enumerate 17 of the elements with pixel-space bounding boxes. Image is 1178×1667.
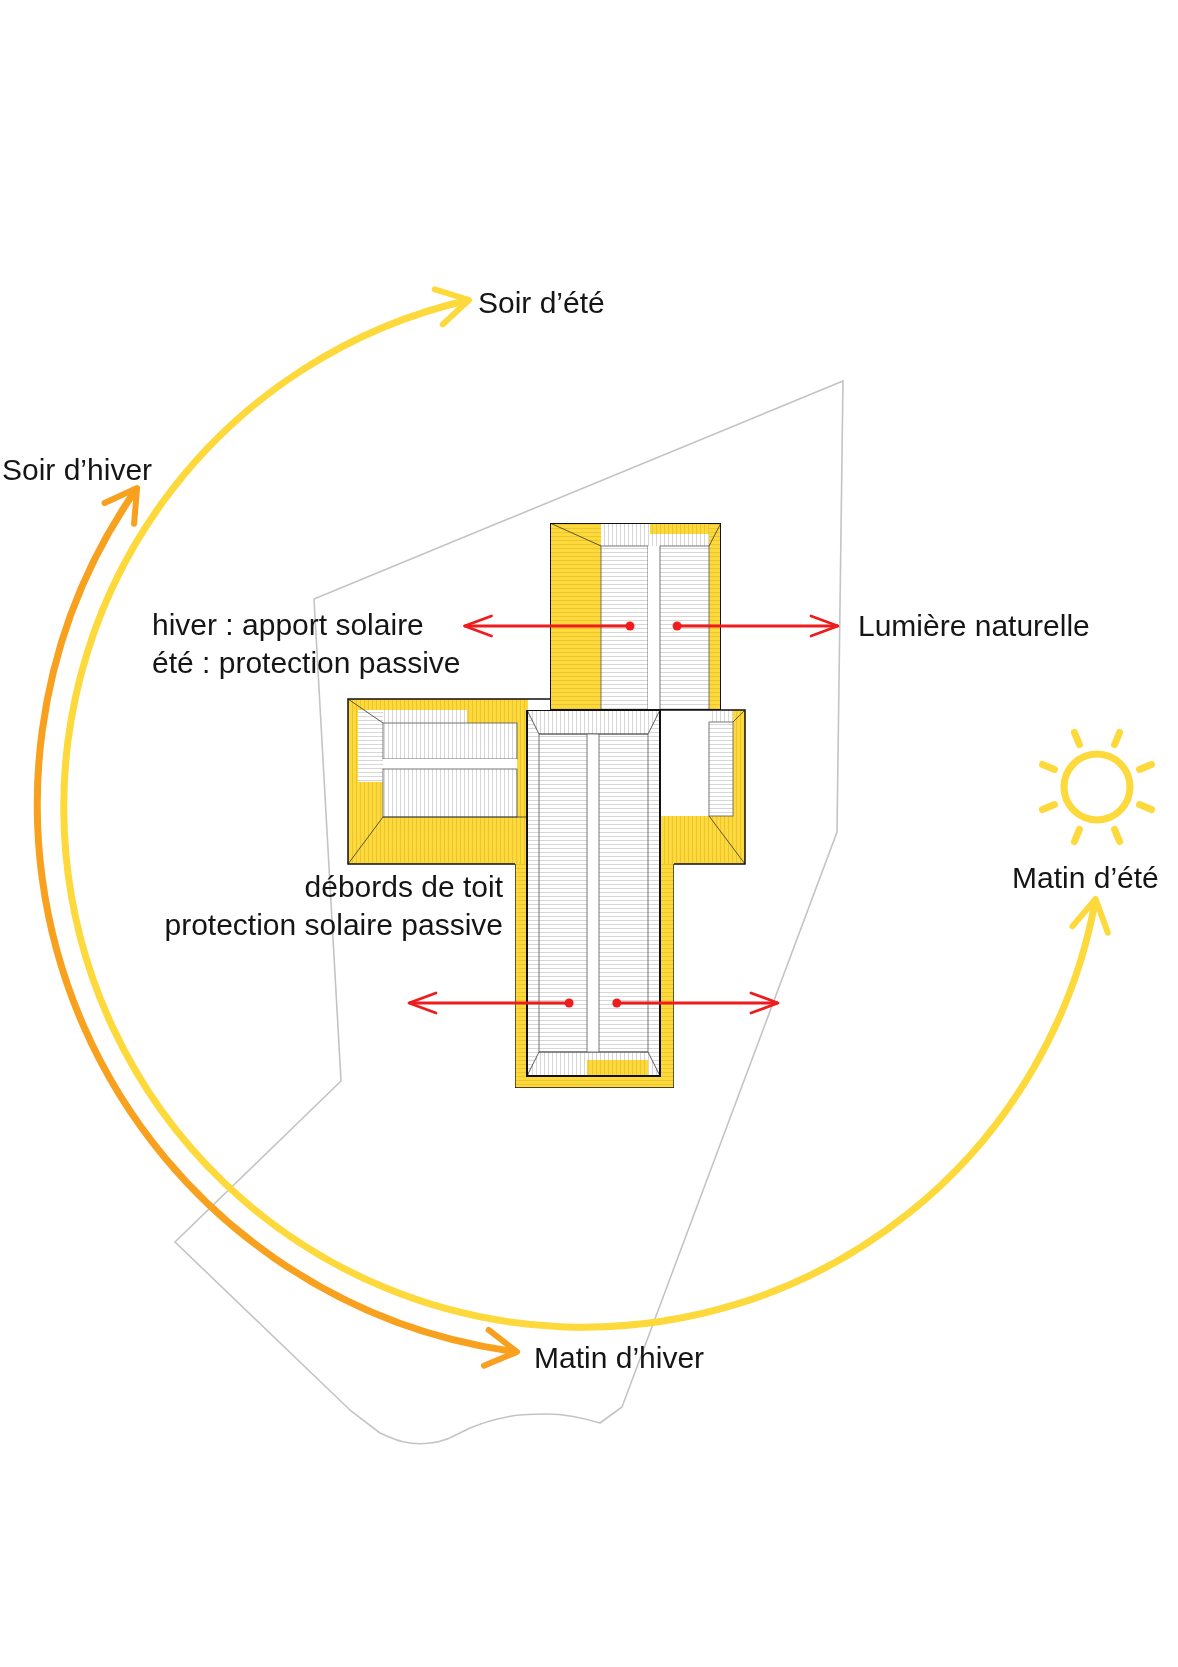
annotation: protection solaire passive [164, 907, 503, 943]
annotation: débords de toit [304, 869, 503, 905]
arrow [672, 614, 840, 638]
arrow [463, 614, 635, 638]
arrow [612, 991, 780, 1015]
annotation: été : protection passive [152, 645, 461, 681]
annotation: hiver : apport solaire [152, 607, 425, 643]
wing-roof [550, 523, 721, 710]
sun-position-label: Matin d’hiver [534, 1339, 705, 1377]
sun-position-label: Soir d’été [478, 284, 605, 322]
sun-position-label: Soir d’hiver [2, 451, 153, 489]
annotation: Lumière naturelle [858, 607, 1090, 645]
arrow [407, 991, 574, 1015]
sun-path-arrow [34, 485, 520, 1367]
sun-path-arrow [61, 288, 1109, 1331]
wing-roof [515, 710, 674, 1088]
sun-position-label: Matin d’été [1012, 859, 1159, 897]
